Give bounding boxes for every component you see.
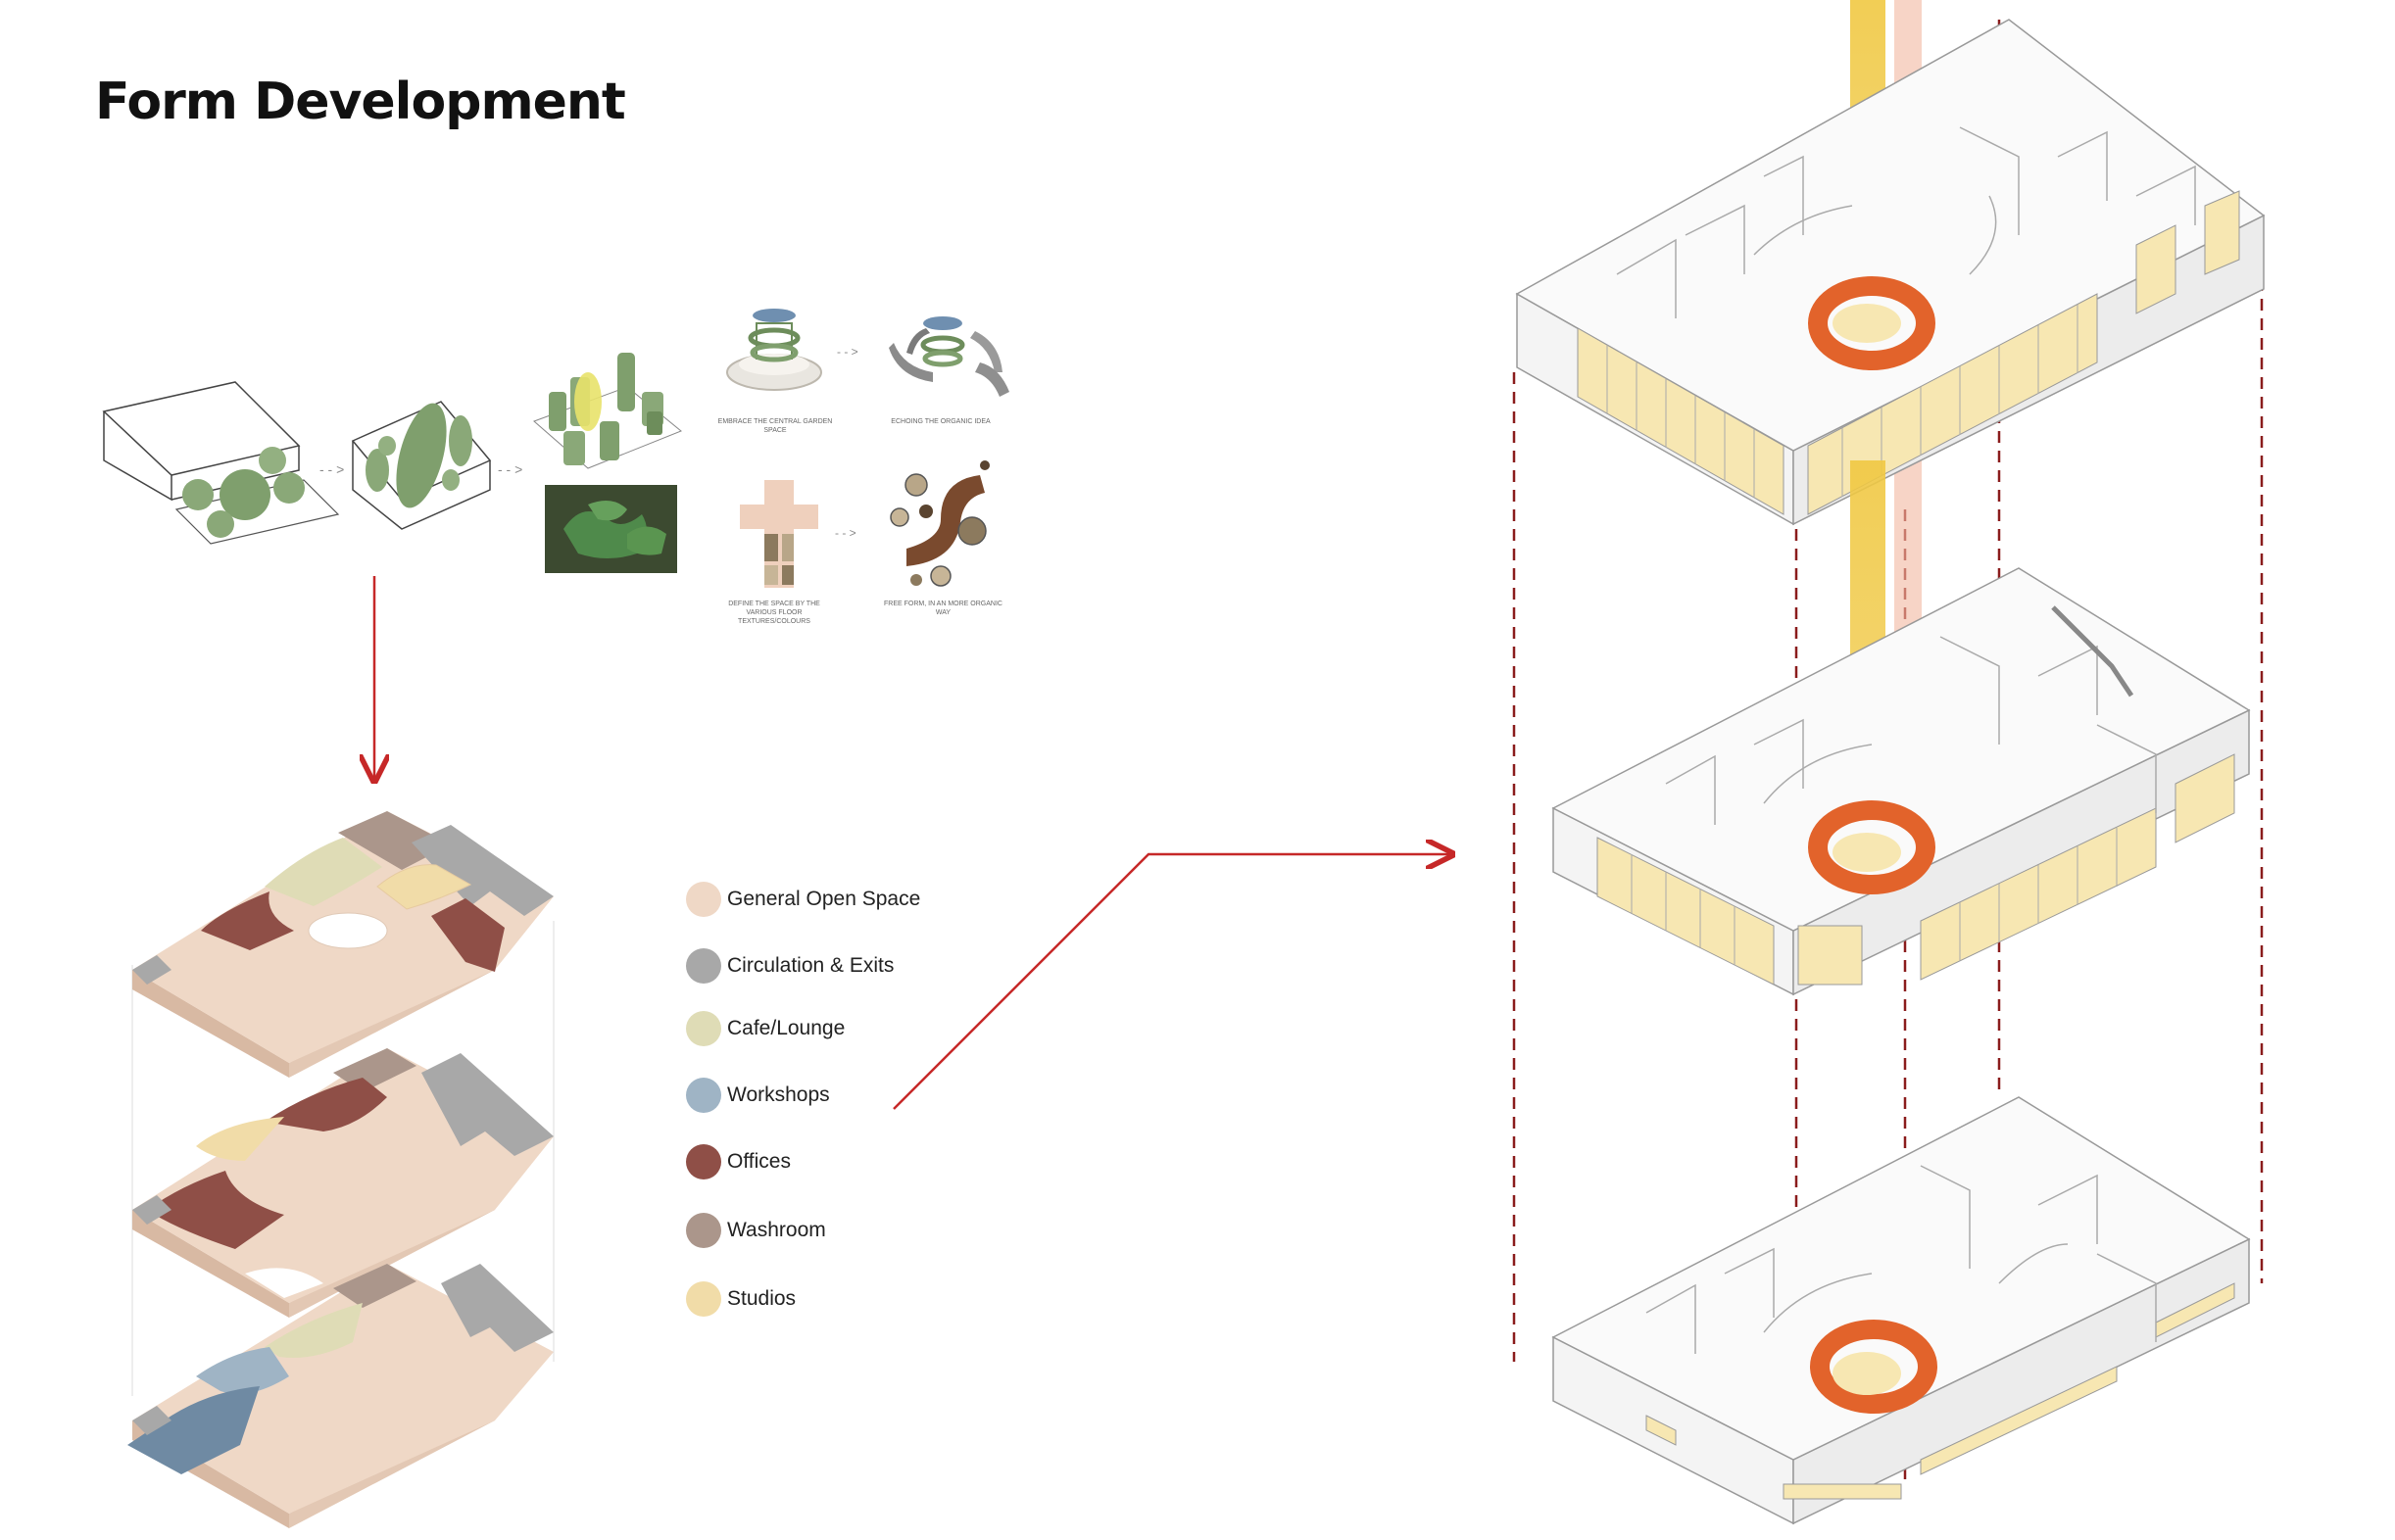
legend-swatch	[686, 1281, 721, 1317]
process-arrow-icon: - - >	[498, 461, 522, 477]
axonometric-stack	[1512, 0, 2266, 1525]
process-arrow-icon: - - >	[835, 526, 856, 540]
axon-floor-1	[1515, 19, 2266, 526]
zoning-level-1	[132, 811, 554, 1078]
zoning-level-2	[132, 1048, 554, 1318]
legend-label: Circulation & Exits	[727, 954, 895, 977]
concept-box-with-ellipsoids	[351, 401, 492, 530]
legend-swatch	[686, 948, 721, 984]
legend-item-workshops: Workshops	[686, 1076, 830, 1115]
concept-free-form	[890, 460, 990, 587]
legend-item-circulation: Circulation & Exits	[686, 946, 894, 986]
axon-floor-3	[1551, 1096, 2251, 1525]
concept-model-photo	[545, 485, 677, 573]
legend-item-offices: Offices	[686, 1142, 791, 1181]
legend-label: Cafe/Lounge	[727, 1017, 846, 1039]
caption-central-garden: EMBRACE THE CENTRAL GARDEN SPACE	[717, 418, 833, 434]
zoning-level-3	[127, 1264, 554, 1528]
concept-box-with-spheres	[102, 381, 340, 545]
legend-label: Workshops	[727, 1083, 830, 1106]
legend-label: General Open Space	[727, 888, 921, 910]
caption-free-form: FREE FORM, IN AN MORE ORGANIC WAY	[884, 601, 1002, 616]
page-title: Form Development	[95, 72, 626, 131]
legend-swatch	[686, 1011, 721, 1046]
process-arrow-icon: - - >	[837, 345, 858, 359]
connector-arrow	[893, 854, 1450, 1110]
zoning-stack	[127, 811, 555, 1528]
caption-organic-idea: ECHOING THE ORGANIC IDEA	[891, 418, 991, 425]
concept-garden-ring	[726, 309, 822, 391]
concept-green-cylinders	[533, 353, 682, 469]
legend-item-studios: Studios	[686, 1279, 796, 1319]
legend-label: Studios	[727, 1287, 797, 1310]
process-arrow-icon: - - >	[319, 461, 344, 477]
legend-item-general-open-space: General Open Space	[686, 880, 920, 919]
legend-swatch	[686, 1144, 721, 1179]
legend-swatch	[686, 1213, 721, 1248]
legend-label: Washroom	[727, 1219, 826, 1241]
legend-label: Offices	[727, 1150, 791, 1173]
concept-floor-textures-cross	[740, 480, 818, 588]
legend-swatch	[686, 1078, 721, 1113]
legend-item-cafe-lounge: Cafe/Lounge	[686, 1009, 845, 1048]
concept-organic-walls	[889, 316, 1009, 397]
caption-floor-textures: DEFINE THE SPACE BY THE VARIOUS FLOOR TE…	[728, 601, 820, 625]
legend-swatch	[686, 882, 721, 917]
legend-item-washroom: Washroom	[686, 1211, 826, 1250]
axon-floor-2	[1551, 567, 2251, 996]
